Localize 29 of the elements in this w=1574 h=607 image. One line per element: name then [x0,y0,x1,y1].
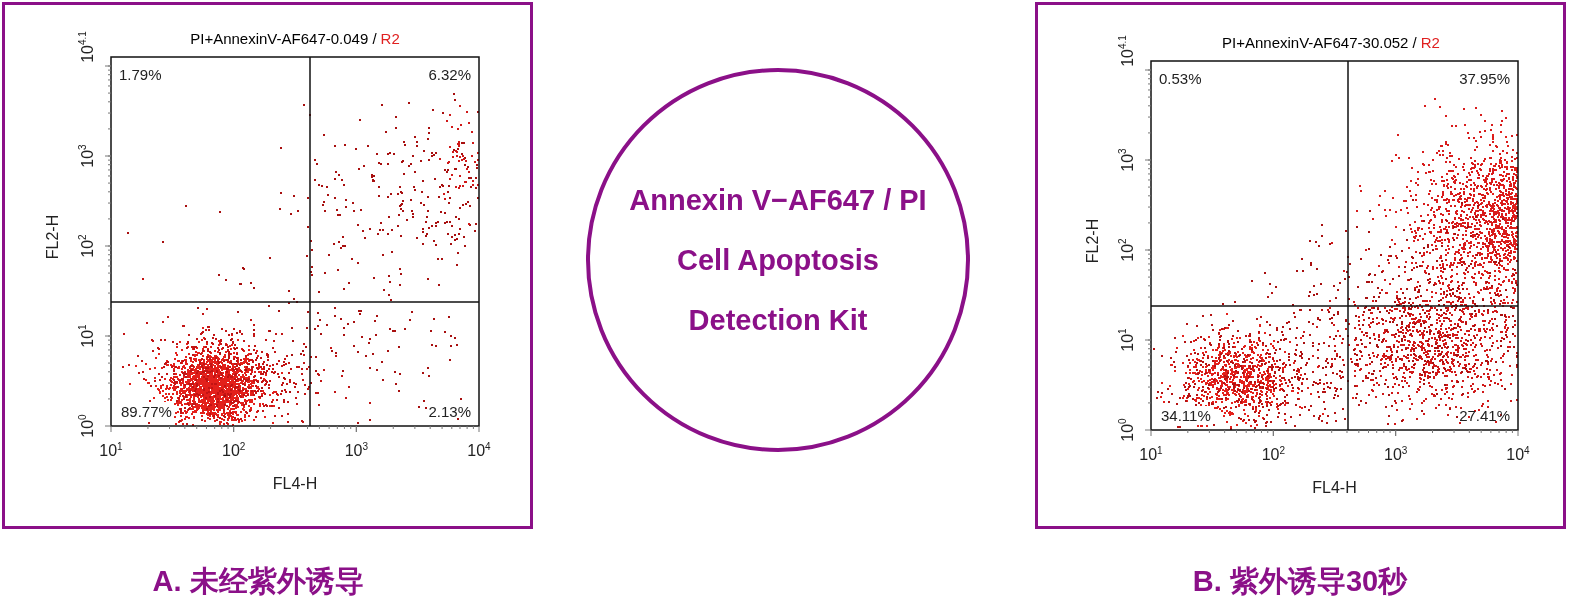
axis-title: FL4-H [1312,480,1357,496]
quadrant-percentage: 6.32% [428,67,471,82]
axis-tick-label: 10$^{1}$ [99,442,123,460]
quadrant-percentage: 1.79% [119,67,162,82]
axis-tick-label: 10$^{3}$ [1384,446,1408,464]
quadrant-percentage: 27.41% [1459,408,1510,423]
axis-tick-label: 10$^{4}$ [467,442,491,460]
plot-title: PI+AnnexinV-AF647-0.049 / [190,30,377,47]
axis-title: FL2-H [45,214,61,259]
quadrant-percentage: 2.13% [428,404,471,419]
gate-label: R2 [380,30,400,47]
kit-name-text: Annexin V−AF647 / PI Cell Apoptosis Detection Kit [628,183,928,338]
quadrant-percentage: 0.53% [1159,71,1202,86]
axis-tick-label: 10$^{1}$ [1139,446,1163,464]
axis-tick-label: 10$^{3}$ [344,442,368,460]
axis-tick-label: 10$^{2}$ [222,442,246,460]
plot-panel [1035,2,1566,529]
axis-tick-label: 10$^{4}$ [1506,446,1530,464]
axis-title: FL2-H [1085,218,1101,263]
title-circle [586,68,970,452]
panel-caption: A. 未经紫外诱导 [152,564,364,599]
panel-caption: B. 紫外诱导30秒 [1192,564,1408,599]
axis-tick-label: 10$^{2}$ [1261,446,1285,464]
quadrant-percentage: 89.77% [119,402,174,421]
plot-panel [2,2,533,529]
axis-title: FL4-H [272,476,318,492]
gate-label: R2 [1420,34,1440,51]
quadrant-percentage: 37.95% [1459,71,1510,86]
plot-title: PI+AnnexinV-AF647-30.052 / [1222,34,1417,51]
